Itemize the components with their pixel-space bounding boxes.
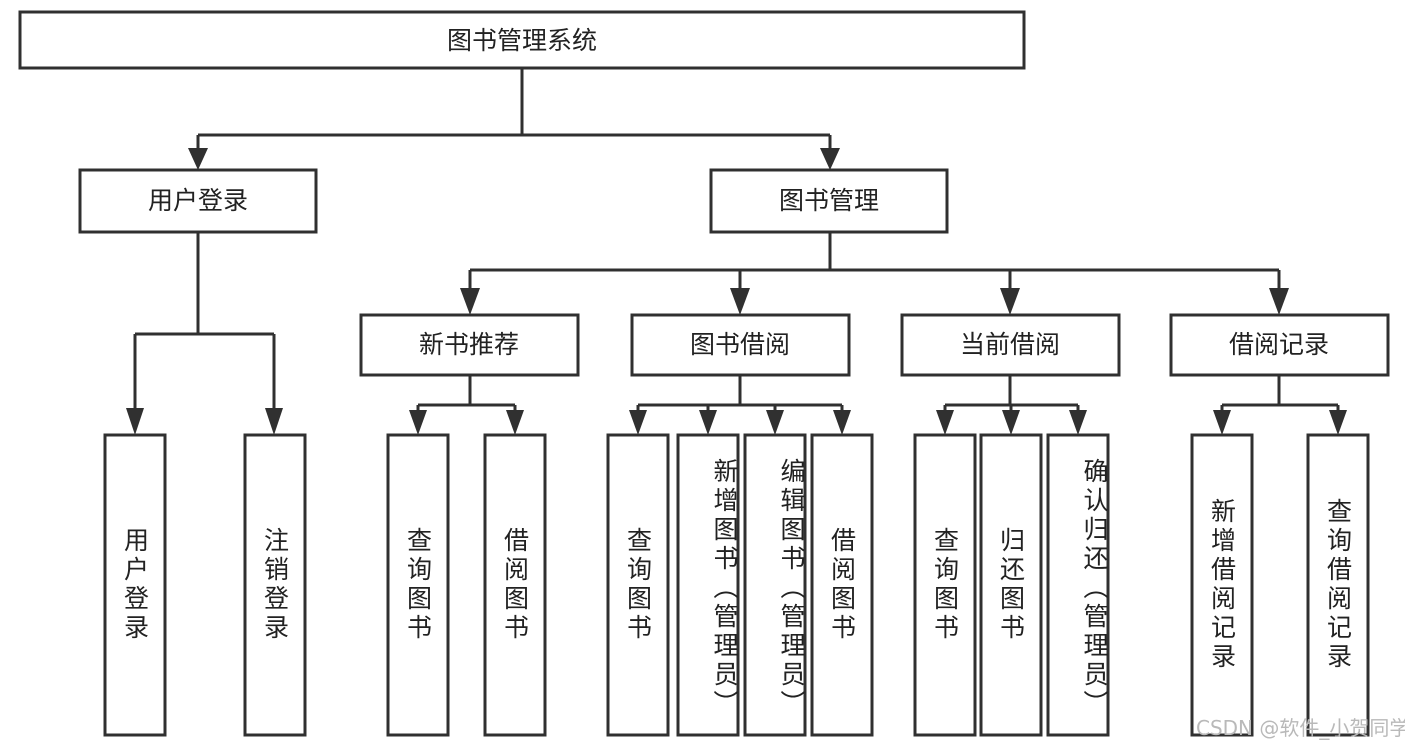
node-leaf-return-book-box[interactable] <box>979 433 1043 737</box>
node-leaf-user-login-box[interactable] <box>103 433 167 737</box>
node-current-borrow[interactable]: 当前借阅 <box>900 313 1121 377</box>
arrow-head-user-login <box>188 148 208 170</box>
arrow-head-new-book-rec <box>460 288 480 315</box>
arrow-head-leaf-logout <box>265 408 283 435</box>
arrow-head-borrow-record <box>1269 288 1289 315</box>
node-borrow-record-box[interactable] <box>1169 313 1390 377</box>
node-book-mgmt-box[interactable] <box>709 168 949 234</box>
arrow-head-leaf-return-book <box>1002 410 1020 435</box>
node-book-mgmt-label: 图书管理 <box>779 186 879 215</box>
node-new-book-rec-box[interactable] <box>359 313 580 377</box>
node-root-box[interactable] <box>18 10 1026 70</box>
node-new-book-rec[interactable]: 新书推荐 <box>359 313 580 377</box>
node-leaf-confirm-return-box[interactable] <box>1046 433 1110 737</box>
arrow-head-leaf-query-record <box>1329 410 1347 435</box>
node-current-borrow-label: 当前借阅 <box>960 330 1060 359</box>
arrow-head-book-mgmt <box>820 148 840 170</box>
node-leaf-add-book-box[interactable] <box>676 433 740 737</box>
node-book-borrow-box[interactable] <box>630 313 851 377</box>
node-leaf-query-book-1-box[interactable] <box>386 433 450 737</box>
node-root[interactable]: 图书管理系统 <box>18 10 1026 70</box>
node-leaf-edit-book-box[interactable] <box>743 433 807 737</box>
arrow-head-leaf-add-book <box>699 410 717 435</box>
node-borrow-record-label: 借阅记录 <box>1229 330 1329 359</box>
node-leaf-borrow-book-2-box[interactable] <box>810 433 874 737</box>
arrow-head-leaf-borrow-book-1 <box>506 410 524 435</box>
node-layer: 图书管理系统 用户登录 图书管理 新书推荐 图书借阅 当前 <box>18 10 1390 737</box>
node-leaf-query-record-box[interactable] <box>1306 433 1370 737</box>
csdn-watermark: CSDN @软件_小贺同学 <box>1196 716 1405 740</box>
connector-layer <box>126 68 1347 435</box>
node-leaf-query-book-2-box[interactable] <box>606 433 670 737</box>
node-leaf-borrow-book-1-box[interactable] <box>483 433 547 737</box>
arrow-head-leaf-add-record <box>1213 410 1231 435</box>
node-user-login-box[interactable] <box>78 168 318 234</box>
arrow-head-leaf-user-login <box>126 408 144 435</box>
node-leaf-query-book-3-box[interactable] <box>913 433 977 737</box>
arrow-head-book-borrow <box>730 288 750 315</box>
node-leaf-add-record-box[interactable] <box>1190 433 1254 737</box>
node-book-mgmt[interactable]: 图书管理 <box>709 168 949 234</box>
node-leaf-logout-box[interactable] <box>243 433 307 737</box>
arrow-head-leaf-borrow-book-2 <box>833 410 851 435</box>
node-book-borrow-label: 图书借阅 <box>690 330 790 359</box>
arrow-head-leaf-query-book-2 <box>629 410 647 435</box>
arrow-head-leaf-confirm-return <box>1069 410 1087 435</box>
arrow-head-leaf-query-book-3 <box>936 410 954 435</box>
arrow-head-leaf-query-book-1 <box>409 410 427 435</box>
node-root-label: 图书管理系统 <box>447 26 597 55</box>
node-user-login[interactable]: 用户登录 <box>78 168 318 234</box>
node-current-borrow-box[interactable] <box>900 313 1121 377</box>
arrow-head-leaf-edit-book <box>766 410 784 435</box>
node-new-book-rec-label: 新书推荐 <box>419 330 519 359</box>
node-borrow-record[interactable]: 借阅记录 <box>1169 313 1390 377</box>
node-user-login-label: 用户登录 <box>148 186 248 215</box>
node-book-borrow[interactable]: 图书借阅 <box>630 313 851 377</box>
arrow-head-current-borrow <box>1000 288 1020 315</box>
